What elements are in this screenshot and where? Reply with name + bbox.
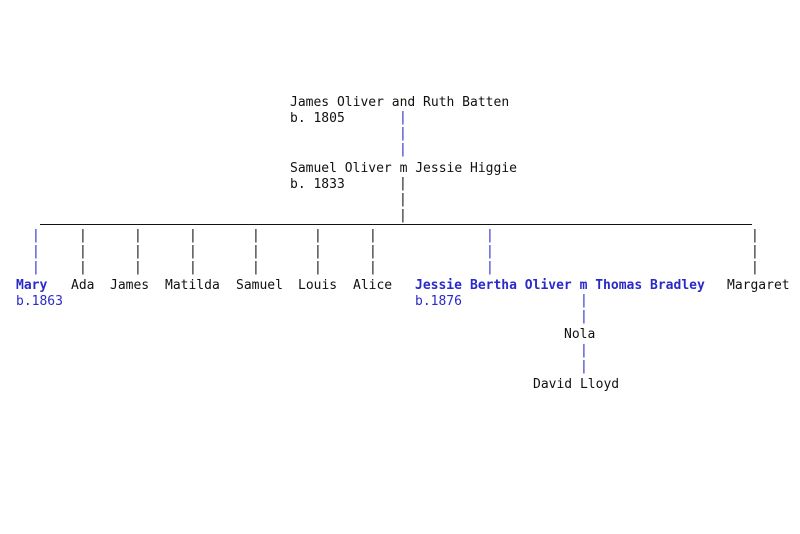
connector-bertha[interactable]: | (486, 260, 494, 275)
connector-james: | (134, 228, 142, 243)
connector-alice: | (369, 244, 377, 259)
sibling-rule (40, 224, 752, 225)
connector-bertha[interactable]: | (486, 244, 494, 259)
ancestors-couple: James Oliver and Ruth Batten (290, 95, 510, 110)
child-louis: Louis (298, 278, 338, 293)
child-margaret: Margaret (727, 278, 790, 293)
connector-matilda: | (189, 260, 197, 275)
child-jessie-link[interactable]: Jessie (415, 278, 462, 293)
connector-matilda: | (189, 244, 197, 259)
connector-margaret: | (751, 260, 759, 275)
child-james: James (110, 278, 150, 293)
child-alice: Alice (353, 278, 393, 293)
child-matilda: Matilda (165, 278, 220, 293)
child-ada: Ada (71, 278, 95, 293)
connector-ancestors[interactable]: | (399, 126, 407, 141)
connector-louis: | (314, 228, 322, 243)
connector-parents: | (399, 208, 407, 223)
connector-alice: | (369, 260, 377, 275)
connector-david[interactable]: | (580, 359, 588, 374)
connector-james: | (134, 260, 142, 275)
parents-couple: Samuel Oliver m Jessie Higgie (290, 161, 517, 176)
connector-nola[interactable]: | (580, 309, 588, 324)
connector-ancestors[interactable]: | (399, 142, 407, 157)
connector-mary[interactable]: | (32, 228, 40, 243)
connector-samuel: | (252, 228, 260, 243)
connector-louis: | (314, 260, 322, 275)
connector-samuel: | (252, 260, 260, 275)
connector-parents: | (399, 176, 407, 191)
connector-louis: | (314, 244, 322, 259)
connector-david[interactable]: | (580, 343, 588, 358)
great-grandchild-david-lloyd: David Lloyd (533, 377, 620, 392)
connector-margaret: | (751, 228, 759, 243)
parents-birth: b. 1833 (290, 177, 345, 192)
connector-nola[interactable]: | (580, 293, 588, 308)
child-mary-birth[interactable]: b.1863 (16, 294, 63, 309)
child-samuel: Samuel (236, 278, 283, 293)
connector-alice: | (369, 228, 377, 243)
child-bertha-couple-link[interactable]: Bertha Oliver m Thomas Bradley (470, 278, 705, 293)
connector-mary[interactable]: | (32, 244, 40, 259)
connector-matilda: | (189, 228, 197, 243)
connector-ancestors[interactable]: | (399, 110, 407, 125)
ancestors-birth: b. 1805 (290, 111, 345, 126)
connector-samuel: | (252, 244, 260, 259)
grandchild-nola: Nola (564, 327, 596, 342)
child-jessie-birth[interactable]: b.1876 (415, 294, 462, 309)
connector-mary[interactable]: | (32, 260, 40, 275)
connector-bertha[interactable]: | (486, 228, 494, 243)
connector-ada: | (79, 228, 87, 243)
child-mary-link[interactable]: Mary (16, 278, 48, 293)
connector-james: | (134, 244, 142, 259)
connector-margaret: | (751, 244, 759, 259)
connector-parents: | (399, 192, 407, 207)
connector-ada: | (79, 244, 87, 259)
connector-ada: | (79, 260, 87, 275)
